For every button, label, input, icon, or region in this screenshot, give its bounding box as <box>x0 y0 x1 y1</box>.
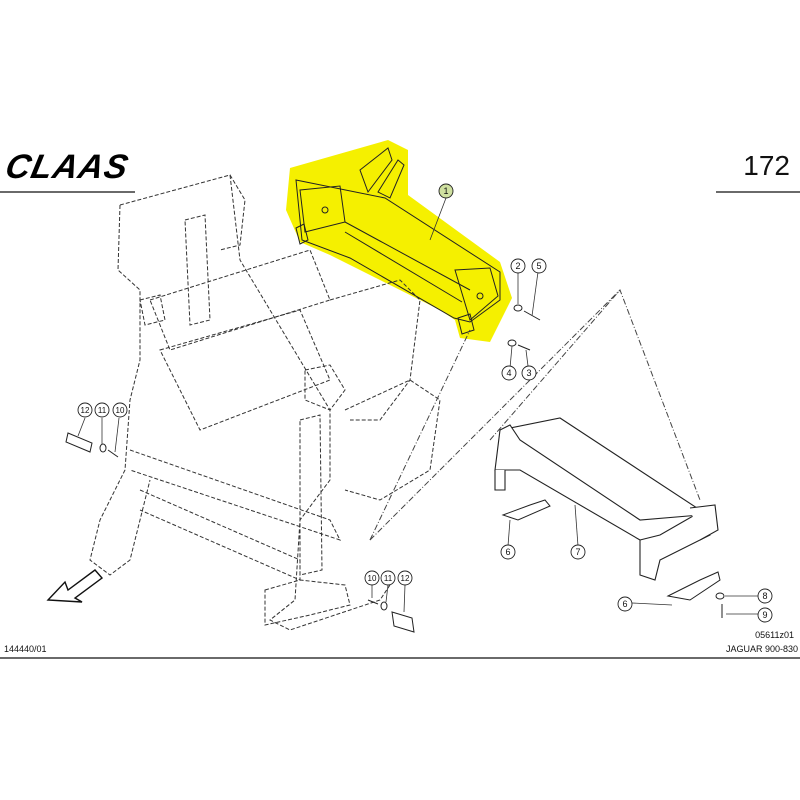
callout-label-12b: 12 <box>401 574 410 583</box>
callout-label-10a: 10 <box>116 406 125 415</box>
callout-1 <box>438 183 454 199</box>
lower-right-hardware <box>715 592 725 618</box>
callout-label-4: 4 <box>506 368 511 378</box>
callout-markers <box>77 183 773 623</box>
callout-10b <box>364 570 380 586</box>
callout-label-7: 7 <box>575 547 580 557</box>
footer-code: 144440/01 <box>4 644 47 654</box>
callout-label-11a: 11 <box>98 406 107 415</box>
direction-arrow-icon <box>46 569 104 603</box>
support-bracket <box>494 417 719 581</box>
chassis-frame <box>89 174 441 631</box>
assembly-leader-lines <box>369 289 701 541</box>
callout-7 <box>570 544 586 560</box>
callout-2 <box>510 258 526 274</box>
callout-label-6a: 6 <box>505 547 510 557</box>
callout-label-10b: 10 <box>368 574 377 583</box>
model-label: JAGUAR 900-830 <box>725 644 798 654</box>
callout-9 <box>757 607 773 623</box>
callout-leaders <box>77 197 758 615</box>
callout-8 <box>757 588 773 604</box>
callout-12b <box>397 570 413 586</box>
drawing-reference: 05611z01 <box>755 630 794 640</box>
callout-labels: 1 2 3 4 5 6 6 7 8 9 10 11 12 10 11 12 <box>81 186 768 620</box>
callout-label-6b: 6 <box>622 599 627 609</box>
left-pin-set <box>65 432 119 458</box>
bottom-pin-set <box>367 599 415 633</box>
callout-6a <box>500 544 516 560</box>
callout-10a <box>112 402 128 418</box>
callout-12a <box>77 402 93 418</box>
callout-label-8: 8 <box>762 591 767 601</box>
callout-11b <box>380 570 396 586</box>
callout-11a <box>94 402 110 418</box>
callout-label-12a: 12 <box>81 406 90 415</box>
callout-label-9: 9 <box>762 610 767 620</box>
highlighted-crossbeam <box>286 140 512 342</box>
mounting-plates <box>501 499 721 601</box>
callout-label-11b: 11 <box>384 574 393 583</box>
callout-label-1: 1 <box>443 186 448 196</box>
callout-label-2: 2 <box>515 261 520 271</box>
callout-5 <box>531 258 547 274</box>
callout-6b <box>617 596 633 612</box>
page-number: 172 <box>743 150 790 181</box>
callout-4 <box>501 365 517 381</box>
callout-3 <box>521 365 537 381</box>
callout-label-5: 5 <box>536 261 541 271</box>
callout-label-3: 3 <box>526 368 531 378</box>
top-hardware <box>507 304 541 351</box>
